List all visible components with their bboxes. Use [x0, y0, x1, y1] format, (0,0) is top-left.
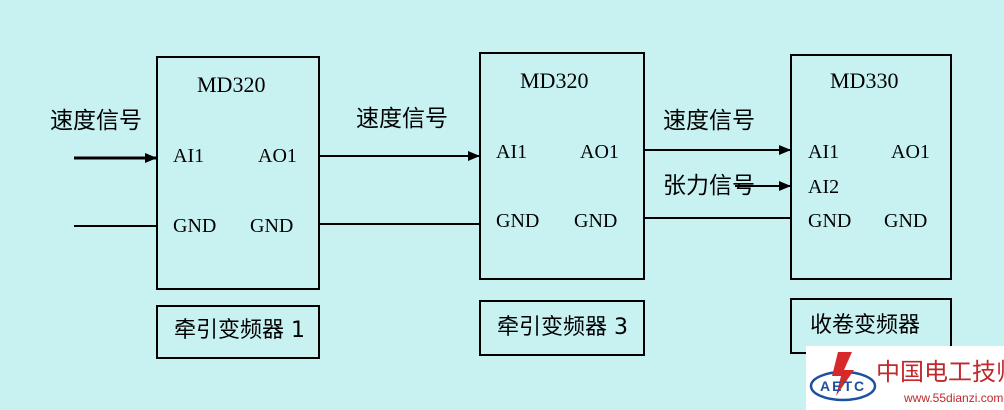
watermark: AETC 中国电工技师网 www.55dianzi.com	[806, 346, 1004, 410]
drive-3-label-box	[479, 300, 645, 356]
watermark-logo-text: AETC	[820, 378, 867, 394]
drive-1-gnd-out-port: GND	[250, 215, 294, 237]
drive-3-gnd-in-port: GND	[496, 210, 540, 232]
drive-1-label-box	[156, 305, 320, 359]
winder-drive-ao1-port: AO1	[891, 141, 930, 163]
drive-3-gnd-out-port: GND	[574, 210, 618, 232]
drive-3-block	[479, 52, 645, 280]
winder-drive-block	[790, 54, 952, 280]
watermark-site-name: 中国电工技师网	[876, 358, 1004, 386]
drive-1-block	[156, 56, 320, 290]
drive-3-ai1-port: AI1	[496, 141, 528, 163]
winder-drive-model: MD330	[830, 68, 899, 93]
speed-signal-label-input: 速度信号	[50, 108, 142, 134]
drive-3-model: MD320	[520, 68, 589, 93]
winder-drive-label: 收卷变频器	[810, 313, 921, 338]
speed-signal-label-right: 速度信号	[663, 108, 755, 134]
speed-signal-label-middle: 速度信号	[356, 106, 448, 132]
drive-1-ai1-port: AI1	[173, 145, 205, 167]
drive-1-gnd-in-port: GND	[173, 215, 217, 237]
winder-drive-gnd-in-port: GND	[808, 210, 852, 232]
drive-3-label: 牵引变频器 3	[497, 315, 628, 340]
watermark-url: www.55dianzi.com	[904, 391, 1004, 405]
aetc-logo-icon	[809, 352, 877, 402]
drive-3-ao1-port: AO1	[580, 141, 619, 163]
drive-1-model: MD320	[197, 72, 266, 97]
drive-1-ao1-port: AO1	[258, 145, 297, 167]
winder-drive-ai1-port: AI1	[808, 141, 840, 163]
winder-drive-gnd-out-port: GND	[884, 210, 928, 232]
winder-drive-ai2-port: AI2	[808, 176, 840, 198]
drive-1-label: 牵引变频器 1	[174, 318, 305, 343]
tension-signal-label: 张力信号	[663, 173, 755, 199]
